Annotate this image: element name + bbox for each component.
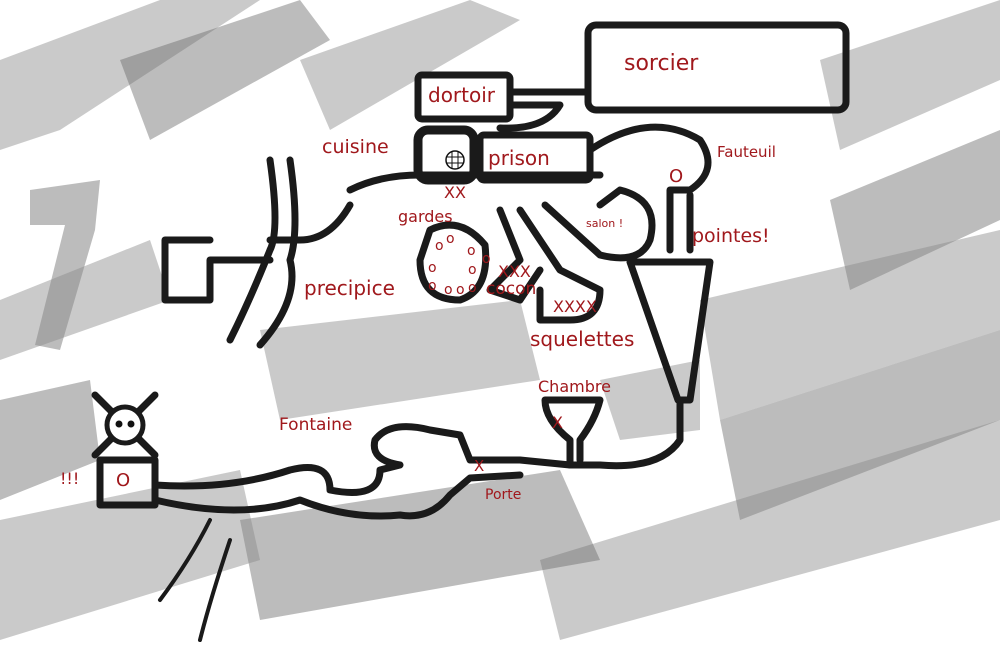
label-egg: o <box>468 262 477 278</box>
label-fauteuil: Fauteuil <box>717 143 776 161</box>
label-gardes: gardes <box>398 207 453 226</box>
label-prison: prison <box>488 146 550 170</box>
label-cocon: cocon <box>486 279 536 299</box>
label-salon: salon ! <box>586 217 623 230</box>
label-egg: o <box>467 243 476 259</box>
label-cocon-mark: XXX <box>498 262 531 281</box>
label-dortoir: dortoir <box>428 83 496 107</box>
label-egg: o <box>444 282 453 298</box>
label-fauteuil-mark: O <box>669 166 683 187</box>
label-egg: o <box>482 251 491 267</box>
label-egg: o <box>428 278 437 294</box>
label-fontaine: Fontaine <box>279 415 352 435</box>
label-squelettes-mark: XXXX <box>553 297 597 316</box>
label-chambre-mark: X <box>552 413 563 432</box>
label-precipice: precipice <box>304 276 395 300</box>
label-cuisine: cuisine <box>322 136 389 158</box>
label-squelettes: squelettes <box>530 327 634 351</box>
label-egg: o <box>456 282 465 298</box>
label-danger-mark: O <box>116 470 130 491</box>
skull-crossbones-icon <box>91 391 159 459</box>
label-danger: !!! <box>60 469 79 488</box>
label-chambre: Chambre <box>538 377 611 396</box>
map-labels: sorcier dortoir cuisine prison Fauteuil … <box>60 51 776 503</box>
label-pointes: pointes! <box>692 225 770 247</box>
label-sorcier: sorcier <box>624 51 699 76</box>
label-porte-mark: X <box>474 457 484 475</box>
label-gardes-mark: XX <box>444 183 466 202</box>
background-smudges <box>0 0 1000 640</box>
map-walls <box>96 21 850 642</box>
label-egg: o <box>446 231 455 247</box>
label-porte: Porte <box>485 487 521 503</box>
label-egg: o <box>435 238 444 254</box>
label-egg: o <box>428 260 437 276</box>
label-egg: o <box>468 280 477 296</box>
prison-grate-icon <box>445 150 465 170</box>
